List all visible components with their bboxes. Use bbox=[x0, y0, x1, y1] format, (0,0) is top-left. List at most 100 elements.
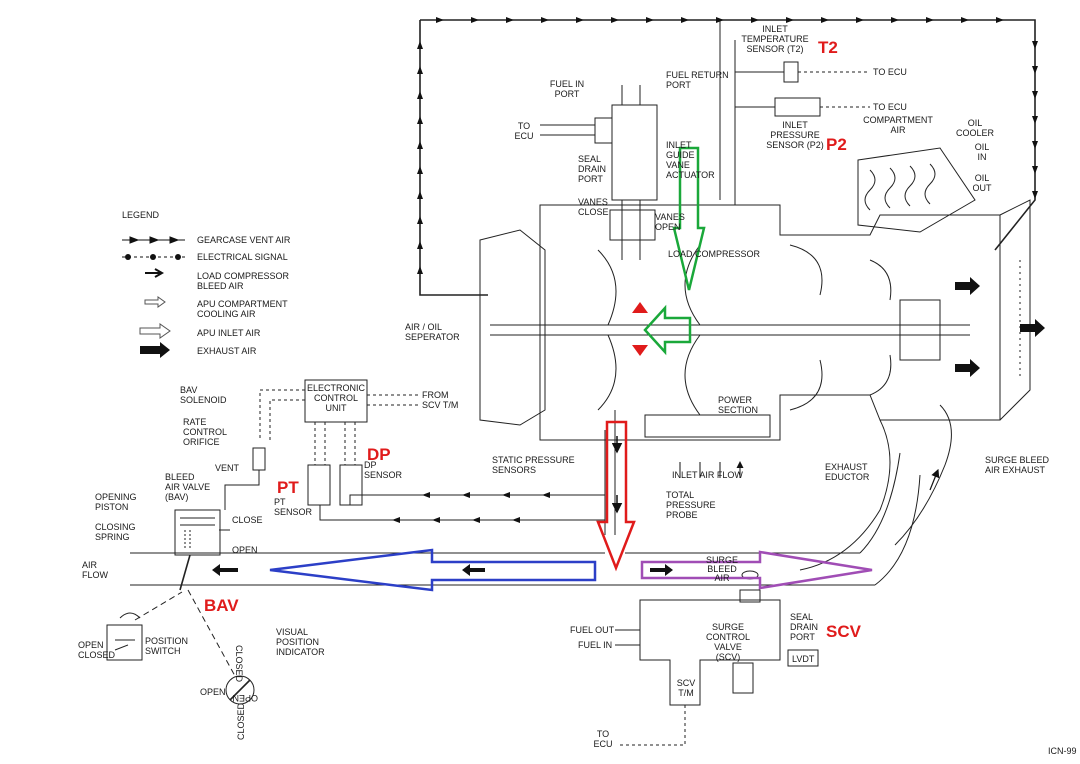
static-pressure-label: STATIC PRESSURE bbox=[492, 455, 575, 465]
igv-actuator-label: GUIDE bbox=[666, 150, 695, 160]
vanes-close-label: CLOSE bbox=[578, 207, 609, 217]
legend-label: APU COMPARTMENT bbox=[197, 299, 288, 309]
seal-drain-port-label: SEAL bbox=[578, 154, 601, 164]
dial-open-left-label: OPEN bbox=[200, 687, 226, 697]
static-pressure-label: SENSORS bbox=[492, 465, 536, 475]
exhaust-eductor-label: EXHAUST bbox=[825, 462, 868, 472]
highlight-pt: PT bbox=[277, 478, 299, 497]
to-ecu-label-1: TO ECU bbox=[873, 67, 907, 77]
legend-label: ELECTRICAL SIGNAL bbox=[197, 252, 288, 262]
from-scv-label: FROM bbox=[422, 390, 449, 400]
red-arrow-down bbox=[596, 420, 636, 572]
visual-indicator bbox=[187, 589, 255, 705]
position-switch bbox=[106, 591, 183, 661]
fuel-return-port-label: FUEL RETURN bbox=[666, 70, 729, 80]
closing-spring-label: CLOSING bbox=[95, 522, 136, 532]
inlet-pressure-sensor bbox=[735, 97, 870, 117]
ecu-label: UNIT bbox=[326, 403, 347, 413]
oil-cooler-label: COOLER bbox=[956, 128, 995, 138]
igv-actuator-label: ACTUATOR bbox=[666, 170, 715, 180]
bleed-air-valve-label: AIR VALVE bbox=[165, 482, 210, 492]
oil-cooler-label: OIL bbox=[968, 118, 983, 128]
total-pressure-label: TOTAL bbox=[666, 490, 694, 500]
fuel-return-port-label: PORT bbox=[666, 80, 691, 90]
oil-in-label: IN bbox=[978, 152, 987, 162]
legend-title: LEGEND bbox=[122, 210, 160, 220]
open-label: OPEN bbox=[232, 545, 258, 555]
inlet-pressure-sensor-label: INLET bbox=[782, 120, 808, 130]
bleed-air-valve-label: BLEED bbox=[165, 472, 195, 482]
compartment-air-label: AIR bbox=[890, 125, 906, 135]
vent-arrow-marker bbox=[417, 141, 423, 149]
vent-arrow-marker bbox=[1032, 141, 1038, 149]
fuel-out-label: FUEL OUT bbox=[570, 625, 615, 635]
inlet-air-flow-label: INLET AIR FLOW bbox=[672, 470, 743, 480]
vent-arrow-marker bbox=[1032, 41, 1038, 49]
vent-arrow-marker bbox=[1032, 66, 1038, 74]
to-ecu-igv-label: ECU bbox=[514, 131, 533, 141]
air-flow-label: FLOW bbox=[82, 570, 109, 580]
switch-open-closed-label: CLOSED bbox=[78, 650, 116, 660]
legend-label: BLEED AIR bbox=[197, 281, 244, 291]
fuel-in-label: FUEL IN bbox=[578, 640, 612, 650]
vent-arrow-marker bbox=[891, 17, 899, 23]
scv-seal-drain-label: PORT bbox=[790, 632, 815, 642]
legend-symbol-exhaust bbox=[140, 342, 170, 358]
gearcase-vent-line bbox=[417, 17, 1038, 296]
power-section-label: SECTION bbox=[718, 405, 758, 415]
highlight-dp: DP bbox=[367, 445, 391, 464]
legend-item-exhaust: EXHAUST AIR bbox=[140, 342, 257, 358]
vent-arrow-marker bbox=[611, 17, 619, 23]
vent-arrow-marker bbox=[417, 116, 423, 124]
highlight-scv: SCV bbox=[826, 622, 862, 641]
oil-out-label: OUT bbox=[973, 183, 993, 193]
gearcase-vent-markers bbox=[417, 17, 1038, 274]
fuel-in-port-label: PORT bbox=[555, 89, 580, 99]
vent-arrow-marker bbox=[436, 17, 444, 23]
vent-arrow-marker bbox=[417, 166, 423, 174]
surge-control-valve-label: VALVE bbox=[714, 642, 742, 652]
vent-arrow-marker bbox=[926, 17, 934, 23]
from-scv-label: SCV T/M bbox=[422, 400, 458, 410]
vent-arrow-marker bbox=[716, 17, 724, 23]
scv-seal-drain-label: SEAL bbox=[790, 612, 813, 622]
surge-bleed-air-label: SURGE bbox=[706, 555, 738, 565]
power-section-label: POWER bbox=[718, 395, 753, 405]
vent-arrow-marker bbox=[961, 17, 969, 23]
surge-control-valve-label: CONTROL bbox=[706, 632, 750, 642]
vent-arrow-marker bbox=[646, 17, 654, 23]
vent-arrow-marker bbox=[1032, 116, 1038, 124]
dial-closed-bottom-label: CLOSED bbox=[236, 702, 246, 740]
seal-drain-port-label: PORT bbox=[578, 174, 603, 184]
legend-symbol-load-bleed bbox=[145, 268, 165, 278]
total-pressure-label: PRESSURE bbox=[666, 500, 716, 510]
air-oil-separator-label: SEPERATOR bbox=[405, 332, 460, 342]
scv-tm-label: SCV bbox=[677, 678, 696, 688]
vent-arrow-marker bbox=[417, 91, 423, 99]
vent-arrow-marker bbox=[786, 17, 794, 23]
exhaust-arrows bbox=[955, 277, 1045, 377]
legend-item-gearcase-vent: GEARCASE VENT AIR bbox=[122, 235, 291, 245]
air-oil-separator-label: AIR / OIL bbox=[405, 322, 442, 332]
vent-arrow-marker bbox=[506, 17, 514, 23]
dial-open-right-label: OPEN bbox=[232, 693, 258, 703]
icn-label: ICN-99 bbox=[1048, 746, 1077, 756]
vent-arrow-marker bbox=[417, 66, 423, 74]
vent-arrow-marker bbox=[681, 17, 689, 23]
pt-dp-sensors bbox=[307, 410, 616, 535]
pressure-line-arrows bbox=[392, 492, 550, 523]
vent-arrow-marker bbox=[751, 17, 759, 23]
lvdt-label: LVDT bbox=[792, 654, 815, 664]
opening-piston-label: PISTON bbox=[95, 502, 128, 512]
legend-symbol-inlet bbox=[139, 323, 171, 339]
surge-bleed-exhaust-label: SURGE BLEED bbox=[985, 455, 1050, 465]
inlet-pressure-sensor-label: SENSOR (P2) bbox=[766, 140, 824, 150]
opening-piston-label: OPENING bbox=[95, 492, 137, 502]
dp-sensor-label: DP bbox=[364, 460, 377, 470]
bleed-air-valve-label: (BAV) bbox=[165, 492, 188, 502]
pt-sensor-label: SENSOR bbox=[274, 507, 313, 517]
exhaust-eductor-label: EDUCTOR bbox=[825, 472, 870, 482]
